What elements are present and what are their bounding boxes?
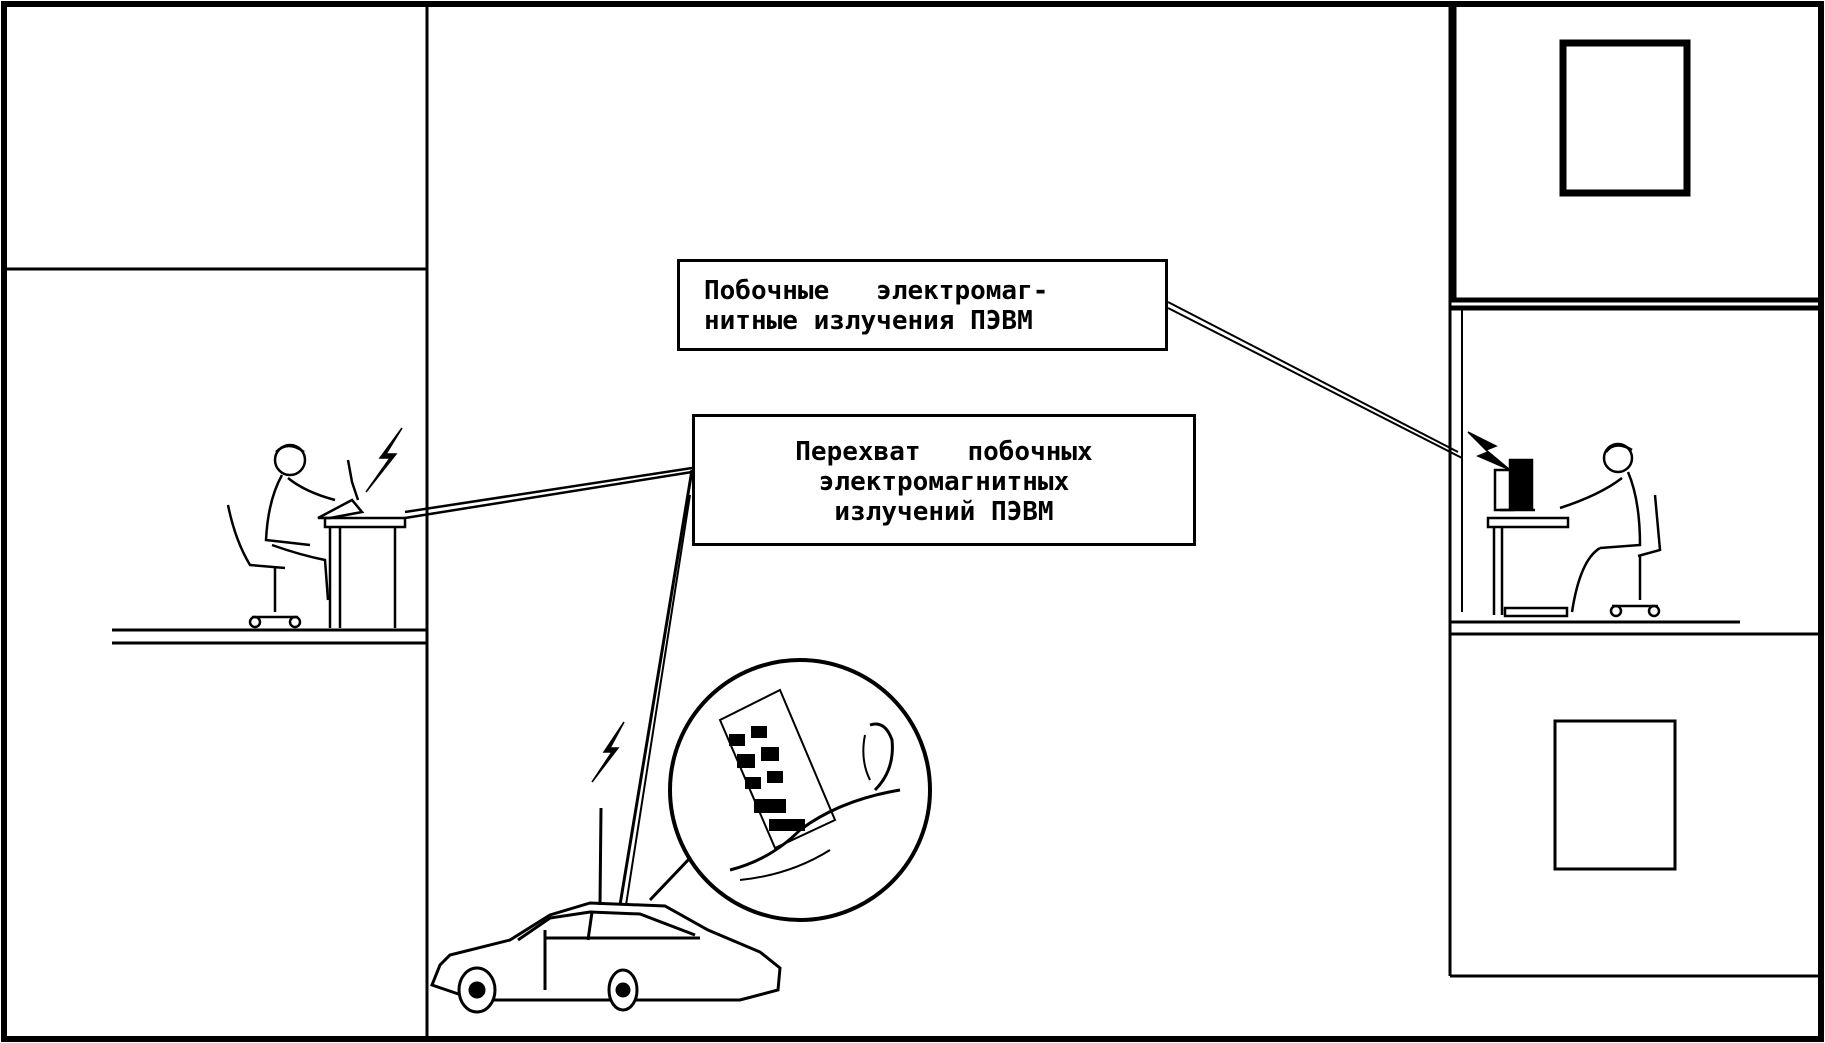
left-building xyxy=(4,4,429,1039)
lightning-right-icon xyxy=(1467,431,1511,471)
label-intercept-line-3: излучений ПЭВМ xyxy=(834,497,1054,527)
label-emissions: Побочные электромаг- нитные излучения ПЭ… xyxy=(677,259,1168,351)
operator-right-icon xyxy=(1486,442,1662,618)
right-building xyxy=(1448,4,1821,978)
car-icon xyxy=(430,807,782,1014)
magnifier-receiver-icon xyxy=(648,658,932,922)
label-intercept: Перехват побочных электромагнитных излуч… xyxy=(692,414,1196,546)
label-emissions-line-2: нитные излучения ПЭВМ xyxy=(704,306,1033,336)
label-emissions-line-1: Побочные электромаг- xyxy=(704,276,1049,306)
lightning-left-icon xyxy=(365,427,403,493)
leader-lines xyxy=(404,301,1463,906)
label-intercept-line-2: электромагнитных xyxy=(818,467,1070,497)
label-intercept-line-1: Перехват побочных xyxy=(795,437,1093,467)
window-upper-icon xyxy=(1559,39,1691,197)
window-lower-icon xyxy=(1553,719,1677,871)
operator-left-icon xyxy=(226,443,407,629)
lightning-car-icon xyxy=(591,721,625,783)
